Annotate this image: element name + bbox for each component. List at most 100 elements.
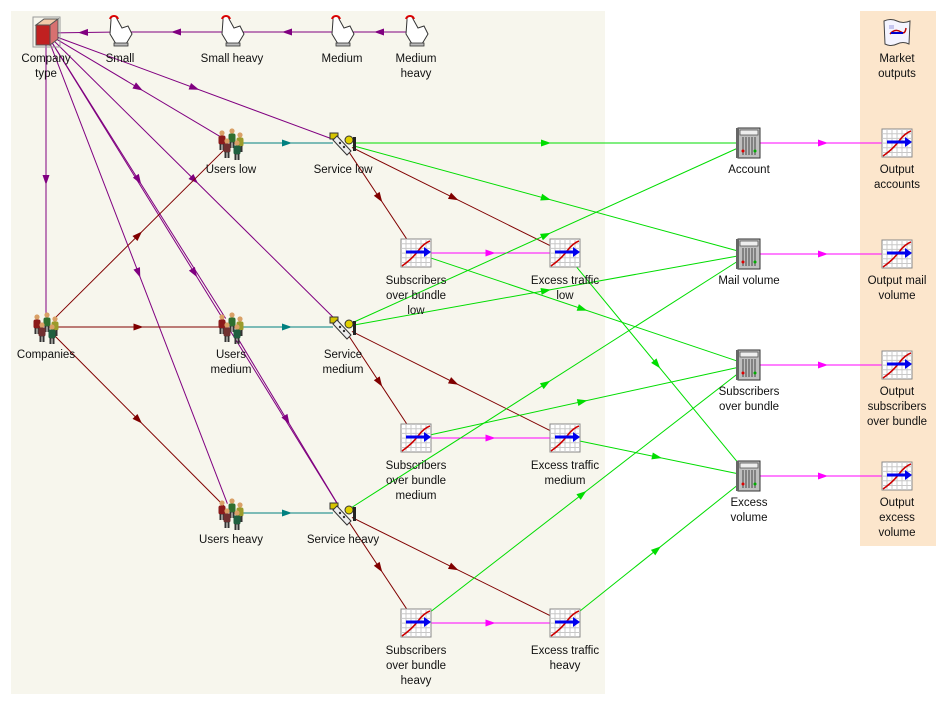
label-users-heavy: Users heavy [199,534,263,546]
label-excess-traffic-heavy: Excess traffic heavy [530,645,600,672]
node-output-excess-volume-chart-icon[interactable] [881,461,913,491]
arrowhead [651,358,661,369]
label-subs-bundle-heavy: Subscribers over bundle heavy [385,645,447,687]
label-subs-over-bundle: Subscribers over bundle [718,386,780,413]
label-medium: Medium [321,53,363,65]
arrowhead [576,490,587,500]
label-subs-bundle-low: Subscribers over bundle low [385,275,447,317]
arrowhead [540,232,551,241]
arrowhead [282,323,292,331]
node-excess-traffic-heavy-chart-icon[interactable] [549,608,581,638]
label-output-excess-volume: Output excess volume [878,497,916,539]
arrowhead [447,562,459,571]
arrowhead [576,304,588,311]
node-medium-hand-icon[interactable] [331,15,355,47]
node-companies-people-icon[interactable] [33,312,59,344]
node-output-mail-volume-chart-icon[interactable] [881,239,913,269]
arrowhead [282,139,292,147]
label-output-accounts: Output accounts [873,164,921,191]
label-market-outputs: Market outputs [878,53,916,80]
node-market-outputs-map-icon[interactable] [883,19,911,46]
market-outputs-panel [860,11,936,546]
label-excess-traffic-medium: Excess traffic medium [530,460,600,487]
arrowhead [132,82,143,91]
node-excess-traffic-medium-chart-icon[interactable] [549,423,581,453]
node-mail-volume-server-icon[interactable] [736,238,761,270]
node-subs-bundle-medium-chart-icon[interactable] [400,423,432,453]
label-excess-volume: Excess volume [730,497,768,524]
arrowhead [42,175,50,185]
node-users-low-people-icon[interactable] [218,128,244,160]
label-users-medium: Users medium [210,349,252,376]
arrowhead [576,399,588,406]
label-subs-bundle-medium: Subscribers over bundle medium [385,460,447,502]
node-excess-traffic-low-chart-icon[interactable] [549,238,581,268]
arrowhead [541,139,551,147]
node-small-heavy-hand-icon[interactable] [221,15,245,47]
label-output-subs-over-bundle: Output subscribers over bundle [866,386,928,428]
label-small-heavy: Small heavy [200,53,264,65]
label-account: Account [728,164,770,176]
node-service-heavy-phone-icon[interactable] [329,502,356,526]
arrowhead [373,376,383,387]
node-medium-heavy-hand-icon[interactable] [405,15,429,47]
arrowhead [447,377,459,385]
arrowhead [133,323,144,331]
arrowhead [818,472,828,480]
node-service-medium-phone-icon[interactable] [329,316,356,340]
arrowhead [132,231,143,242]
arrowhead [281,413,290,425]
label-service-heavy: Service heavy [306,534,380,546]
node-output-accounts-chart-icon[interactable] [881,128,913,158]
icons [32,15,913,638]
edges [42,28,887,627]
node-subs-bundle-low-chart-icon[interactable] [400,238,432,268]
arrowhead [132,413,143,424]
arrowhead [188,82,200,90]
node-service-low-phone-icon[interactable] [329,132,356,156]
node-output-subs-over-bundle-chart-icon[interactable] [881,350,913,380]
arrowhead [485,249,496,257]
arrowhead [373,191,383,203]
arrowhead [818,250,828,258]
arrowhead [188,173,199,184]
arrowhead [818,139,828,147]
model-area-panel [11,11,605,694]
node-small-hand-icon[interactable] [109,15,133,47]
arrowhead [133,267,141,278]
node-users-heavy-people-icon[interactable] [218,498,244,530]
label-medium-heavy: Medium heavy [395,53,437,80]
node-excess-volume-server-icon[interactable] [736,460,761,492]
arrowhead [485,434,496,442]
arrowhead [78,28,89,36]
label-users-low: Users low [205,164,257,176]
label-excess-traffic-low: Excess traffic low [530,275,600,302]
arrowhead [188,266,198,278]
node-subs-over-bundle-server-icon[interactable] [736,349,761,381]
arrowhead [650,546,661,556]
label-small: Small [105,53,135,65]
arrowhead [282,509,292,517]
label-service-medium: Service medium [322,349,364,376]
arrowhead [540,193,551,201]
label-mail-volume: Mail volume [718,275,780,287]
arrowhead [447,192,459,201]
node-account-server-icon[interactable] [736,127,761,159]
arrowhead [374,28,384,36]
arrowhead [818,361,828,369]
arrowhead [373,561,383,573]
arrowhead [485,619,496,627]
node-company-type-cube-icon[interactable] [32,16,61,48]
label-companies: Companies [16,349,76,361]
arrowhead [539,380,551,390]
arrowhead [651,452,662,460]
node-subs-bundle-heavy-chart-icon[interactable] [400,608,432,638]
arrowhead [171,28,181,36]
arrowhead [282,28,292,36]
label-company-type: Company type [21,53,71,80]
arrowhead [540,287,551,295]
label-service-low: Service low [313,164,373,176]
node-users-medium-people-icon[interactable] [218,312,244,344]
label-output-mail-volume: Output mail volume [867,275,927,302]
